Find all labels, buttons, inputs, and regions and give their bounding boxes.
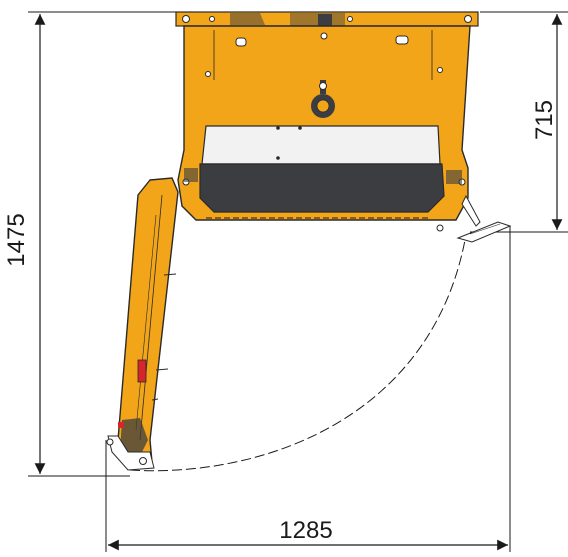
knob-stem-top bbox=[319, 82, 327, 90]
arm-foot-pivot bbox=[139, 457, 147, 465]
stub-link bbox=[461, 194, 481, 227]
top-mechanism-left bbox=[230, 13, 265, 25]
right-side-mechanism bbox=[446, 170, 462, 184]
housing-slot-left bbox=[235, 37, 247, 47]
housing-center-bolt bbox=[320, 32, 328, 40]
swing-arc bbox=[129, 239, 466, 472]
arm-inner-line-2 bbox=[135, 214, 157, 431]
housing-bolt-right bbox=[437, 67, 443, 73]
stub-foot-plate bbox=[456, 221, 512, 243]
arm-hinge-mechanism bbox=[120, 418, 148, 456]
top-right-bolt bbox=[464, 15, 472, 23]
machine-body bbox=[175, 11, 479, 232]
light-panel bbox=[201, 125, 441, 165]
overall-width-label: 1285 bbox=[279, 517, 332, 544]
arm-tick-1 bbox=[163, 273, 177, 276]
panel-dot-2 bbox=[298, 126, 302, 130]
dimension-lines bbox=[34, 13, 563, 551]
top-block bbox=[318, 14, 332, 26]
stub-foot-detail bbox=[469, 223, 501, 235]
top-mechanism-center bbox=[290, 13, 345, 26]
arm-tick-3 bbox=[151, 398, 159, 401]
top-bolt-3 bbox=[347, 16, 353, 22]
dark-panel bbox=[199, 163, 445, 213]
housing-slot-right bbox=[395, 35, 409, 45]
panel-dot-3 bbox=[276, 156, 280, 160]
overall-height-label: 1475 bbox=[3, 213, 30, 266]
central-knob-inner bbox=[316, 99, 330, 113]
arm-foot-bolt bbox=[106, 438, 114, 446]
top-bolt-2 bbox=[209, 16, 215, 22]
partial-height-label: 715 bbox=[531, 100, 558, 140]
arm-hinge-marker bbox=[118, 422, 124, 428]
housing-bolt-left bbox=[205, 71, 211, 77]
arm-red-handle bbox=[137, 359, 147, 383]
top-left-bolt bbox=[182, 15, 190, 23]
arm-inner-line bbox=[139, 194, 163, 441]
panel-dot-1 bbox=[276, 126, 280, 130]
folded-arm-stub bbox=[456, 194, 512, 243]
arm-tick-2 bbox=[155, 368, 169, 371]
arm-body bbox=[117, 177, 179, 463]
right-corner-pivot bbox=[436, 224, 444, 232]
left-side-mechanism bbox=[184, 168, 198, 182]
extended-arm bbox=[106, 177, 179, 471]
